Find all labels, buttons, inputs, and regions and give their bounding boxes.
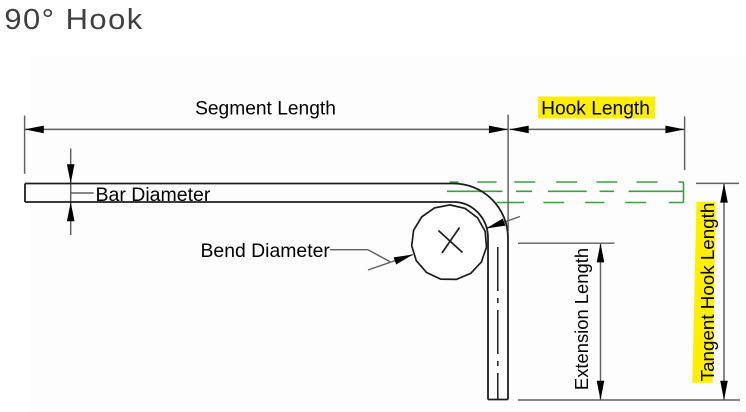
svg-text:90° Hook: 90° Hook	[4, 4, 143, 36]
svg-text:Bend Diameter: Bend Diameter	[201, 240, 331, 262]
svg-text:Tangent Hook Length: Tangent Hook Length	[697, 203, 718, 382]
svg-text:Segment Length: Segment Length	[195, 99, 336, 120]
svg-text:Bar Diameter: Bar Diameter	[96, 184, 211, 206]
svg-text:Extension Length: Extension Length	[571, 248, 592, 390]
svg-text:Hook Length: Hook Length	[541, 99, 650, 120]
